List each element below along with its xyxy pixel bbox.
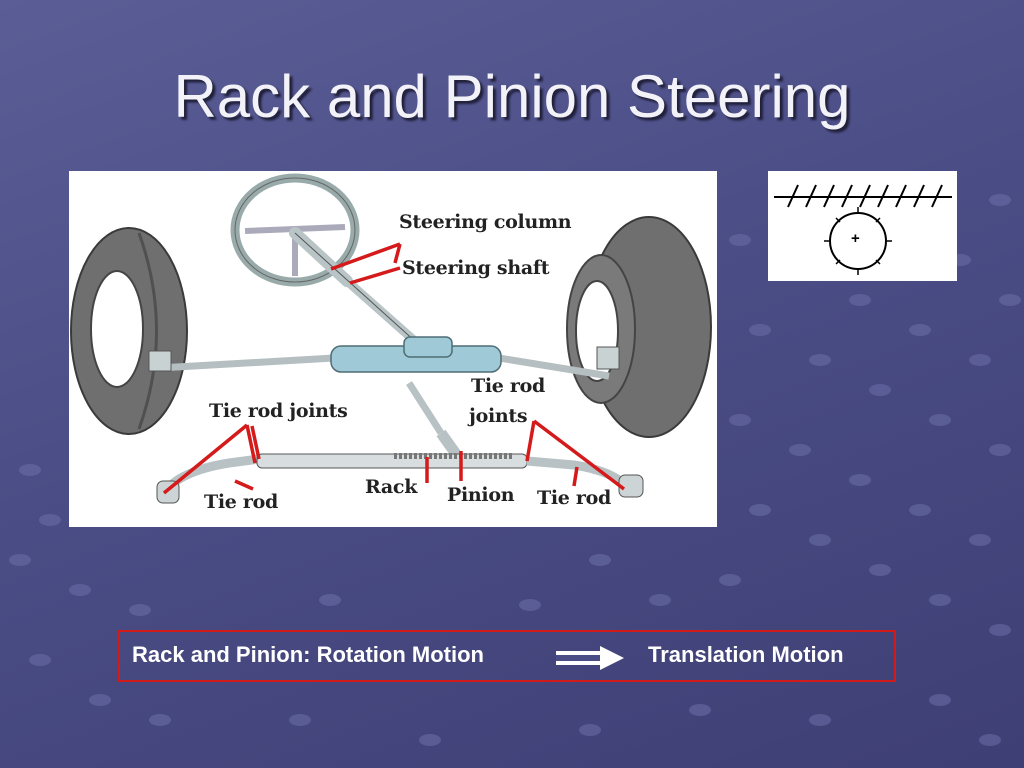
label-pinion: Pinion [447, 484, 515, 506]
left-wheel [70, 227, 188, 435]
upper-right-tie-rod [498, 354, 610, 380]
label-tie-rod-joints-left: Tie rod joints [209, 400, 348, 422]
leader-lines [162, 242, 626, 495]
label-tie-rod-left: Tie rod [204, 491, 278, 513]
slide-title: Rack and Pinion Steering [173, 63, 851, 130]
label-tie-rod-joints-right-line2: joints [469, 405, 528, 427]
pinion-shaft [406, 381, 466, 465]
label-steering-column: Steering column [399, 211, 572, 233]
rack-housing [330, 336, 502, 373]
steering-column [289, 227, 420, 347]
rack-pinion-sketch-drawing [774, 184, 952, 275]
label-steering-shaft: Steering shaft [402, 257, 550, 279]
label-tie-rod-right: Tie rod [537, 487, 611, 509]
label-tie-rod-joints-right-line1: Tie rod [471, 375, 545, 397]
rotation-motion-text: Rack and Pinion: Rotation Motion [132, 642, 484, 667]
label-rack: Rack [365, 476, 418, 498]
rack-pinion-sketch: + [768, 171, 957, 281]
right-wheel [566, 216, 712, 438]
translation-motion-text: Translation Motion [648, 642, 844, 667]
right-arrow-icon [556, 646, 624, 670]
motion-caption-box: Rack and Pinion: Rotation Motion Transla… [118, 630, 896, 682]
steering-diagram-drawing [70, 173, 712, 504]
pinion-center-mark: + [851, 230, 860, 247]
upper-left-tie-rod [158, 354, 335, 372]
steering-diagram: Steering column Steering shaft Tie rod j… [69, 171, 717, 527]
